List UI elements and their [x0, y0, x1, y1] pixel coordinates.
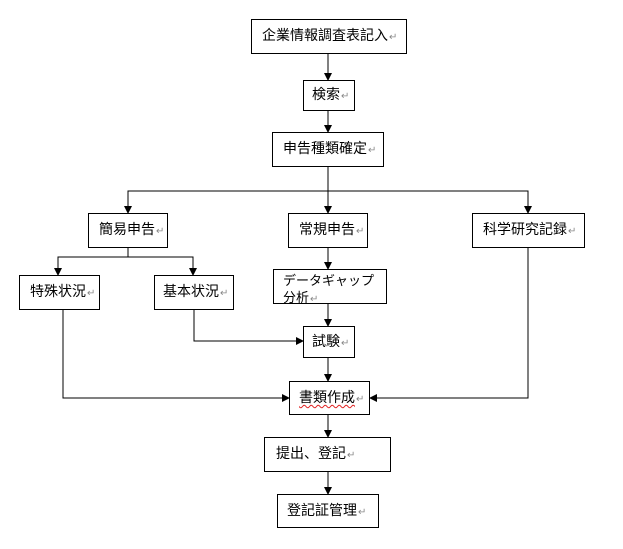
paragraph-mark-icon: ↵ — [368, 145, 377, 156]
node-label: 書類作成 — [299, 390, 355, 406]
node-search: 検索↵ — [303, 80, 355, 111]
node-submit-register: 提出、登記↵ — [264, 437, 391, 472]
node-dossier-preparation: 書類作成↵ — [289, 381, 370, 415]
paragraph-mark-icon: ↵ — [341, 338, 350, 349]
node-label: 試験 — [312, 334, 340, 350]
paragraph-mark-icon: ↵ — [389, 32, 398, 43]
edge-special-to-dossier — [62, 310, 290, 402]
node-label: 申告種類確定 — [283, 141, 367, 157]
node-science-record: 科学研究記録↵ — [472, 213, 585, 248]
paragraph-mark-icon: ↵ — [220, 288, 229, 299]
edge-simple-to-special — [54, 248, 129, 276]
node-label: 基本状況 — [163, 284, 219, 300]
edge-science-to-dossier — [369, 248, 529, 402]
node-regular-declaration: 常規申告↵ — [288, 213, 368, 248]
paragraph-mark-icon: ↵ — [87, 288, 96, 299]
edge-simple-to-basic — [128, 256, 197, 276]
paragraph-mark-icon: ↵ — [568, 226, 577, 237]
node-label: 登記証管理 — [287, 503, 357, 519]
node-label: データギャップ分析 — [283, 274, 375, 304]
paragraph-mark-icon: ↵ — [347, 450, 356, 461]
node-survey-entry: 企業情報調査表記入↵ — [251, 19, 407, 54]
node-label: 提出、登記 — [276, 446, 346, 462]
paragraph-mark-icon: ↵ — [310, 294, 319, 304]
node-label: 常規申告 — [299, 222, 355, 238]
node-certificate-management: 登記証管理↵ — [277, 494, 379, 528]
paragraph-mark-icon: ↵ — [156, 226, 165, 237]
node-label: 特殊状況 — [30, 284, 86, 300]
node-label: 簡易申告 — [99, 222, 155, 238]
paragraph-mark-icon: ↵ — [356, 394, 365, 405]
paragraph-mark-icon: ↵ — [356, 226, 365, 237]
node-label: 科学研究記録 — [483, 222, 567, 238]
paragraph-mark-icon: ↵ — [341, 91, 350, 102]
node-data-gap-analysis: データギャップ分析↵ — [273, 269, 387, 304]
node-label: 検索 — [312, 87, 340, 103]
node-test: 試験↵ — [303, 326, 355, 358]
paragraph-mark-icon: ↵ — [358, 507, 367, 518]
edge-basic-to-test — [193, 310, 304, 345]
node-special-situation: 特殊状況↵ — [19, 275, 100, 310]
edge-decide-to-science — [328, 190, 532, 214]
node-decide-type: 申告種類確定↵ — [272, 132, 384, 167]
node-basic-situation: 基本状況↵ — [154, 275, 234, 310]
node-label: 企業情報調査表記入 — [262, 28, 388, 44]
edge-decide-to-simple — [124, 167, 329, 214]
node-simple-declaration: 簡易申告↵ — [88, 213, 168, 248]
